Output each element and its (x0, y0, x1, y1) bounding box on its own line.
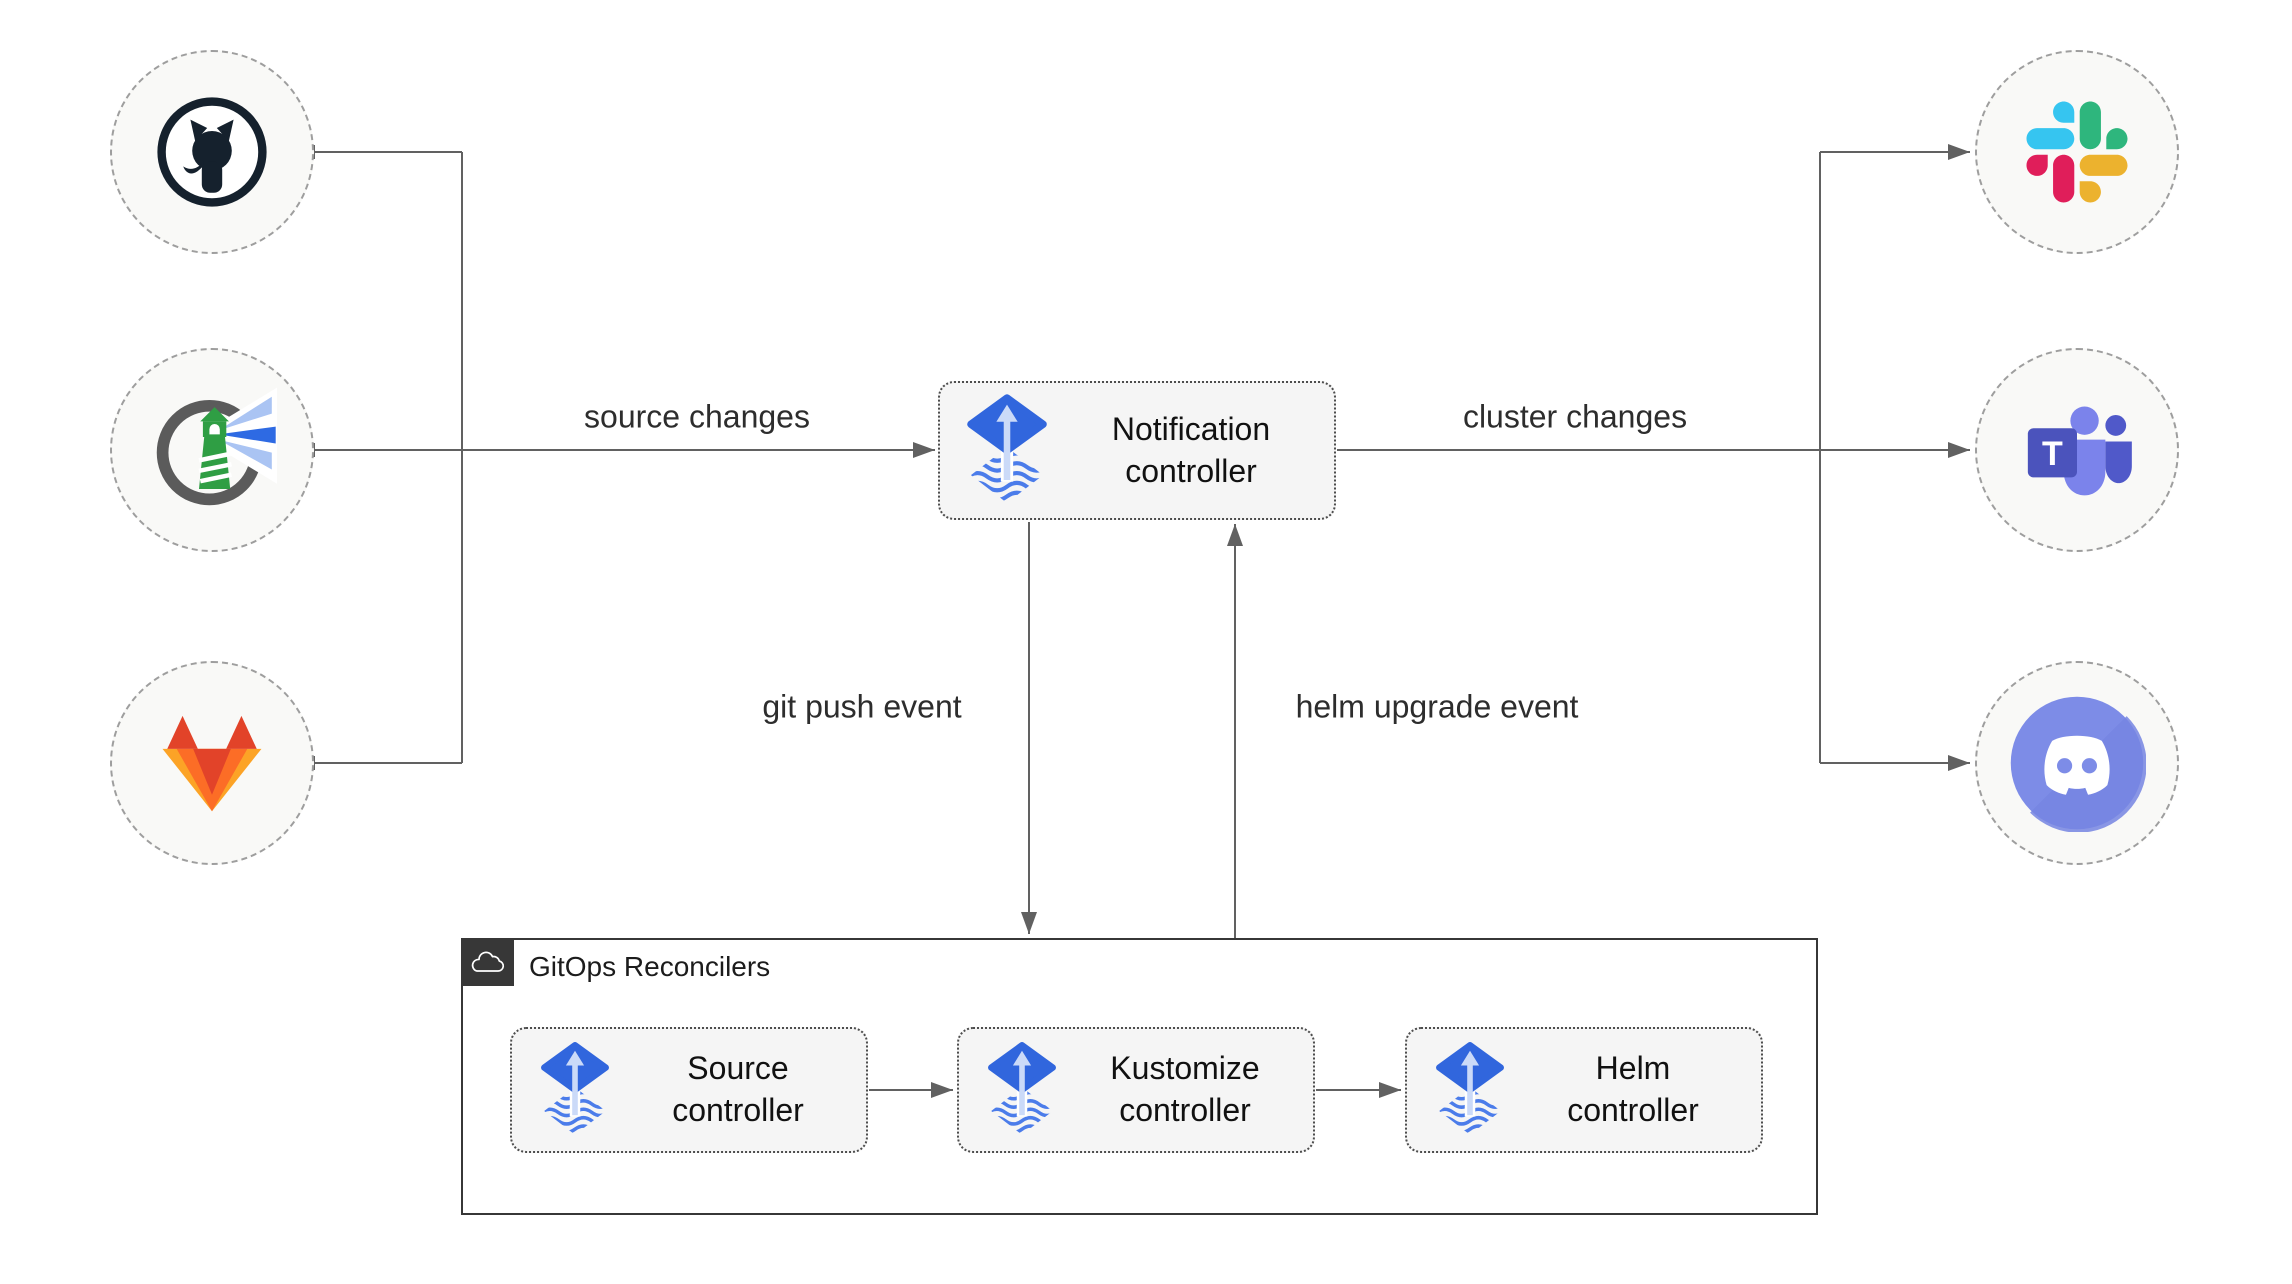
node-notification-label: Notification controller (1048, 409, 1334, 492)
flux-logo-icon (987, 1041, 1057, 1139)
flux-logo-icon (540, 1041, 610, 1139)
label-git-push-event: git push event (762, 688, 962, 725)
label-helm-upgrade-event: helm upgrade event (1295, 688, 1579, 725)
node-helm-line1: Helm (1595, 1050, 1671, 1087)
node-kustomize-line1: Kustomize (1110, 1050, 1260, 1087)
endpoint-teams (1975, 348, 2179, 552)
node-source-line2: controller (672, 1092, 804, 1128)
flux-logo-icon (966, 393, 1048, 508)
label-source-changes: source changes (584, 398, 810, 435)
container-badge (461, 938, 514, 986)
cloud-icon (470, 949, 506, 975)
node-notification-controller: Notification controller (938, 381, 1336, 520)
node-source-controller: Source controller (510, 1027, 868, 1153)
flux-logo-icon (1435, 1041, 1505, 1139)
node-helm-label: Helm controller (1505, 1048, 1761, 1131)
harbor-icon (147, 385, 277, 515)
label-cluster-changes: cluster changes (1462, 398, 1688, 435)
gitlab-icon (153, 710, 271, 816)
microsoft-teams-icon (2020, 398, 2134, 502)
slack-icon (2026, 101, 2128, 203)
discord-icon (2008, 694, 2146, 832)
node-notification-line2: controller (1125, 452, 1257, 489)
node-helm-controller: Helm controller (1405, 1027, 1763, 1153)
github-icon (152, 92, 272, 212)
gitops-reconcilers-container: GitOps Reconcilers Source controller Kus… (461, 938, 1818, 1215)
endpoint-slack (1975, 50, 2179, 254)
node-notification-line1: Notification (1111, 410, 1271, 447)
node-source-label: Source controller (610, 1048, 866, 1131)
endpoint-harbor (110, 348, 314, 552)
node-kustomize-label: Kustomize controller (1057, 1048, 1313, 1131)
container-title: GitOps Reconcilers (529, 951, 771, 982)
endpoint-gitlab (110, 661, 314, 865)
node-helm-line2: controller (1567, 1092, 1699, 1128)
endpoint-discord (1975, 661, 2179, 865)
node-source-line1: Source (687, 1050, 789, 1087)
node-kustomize-line2: controller (1119, 1092, 1251, 1128)
node-kustomize-controller: Kustomize controller (957, 1027, 1315, 1153)
endpoint-github (110, 50, 314, 254)
